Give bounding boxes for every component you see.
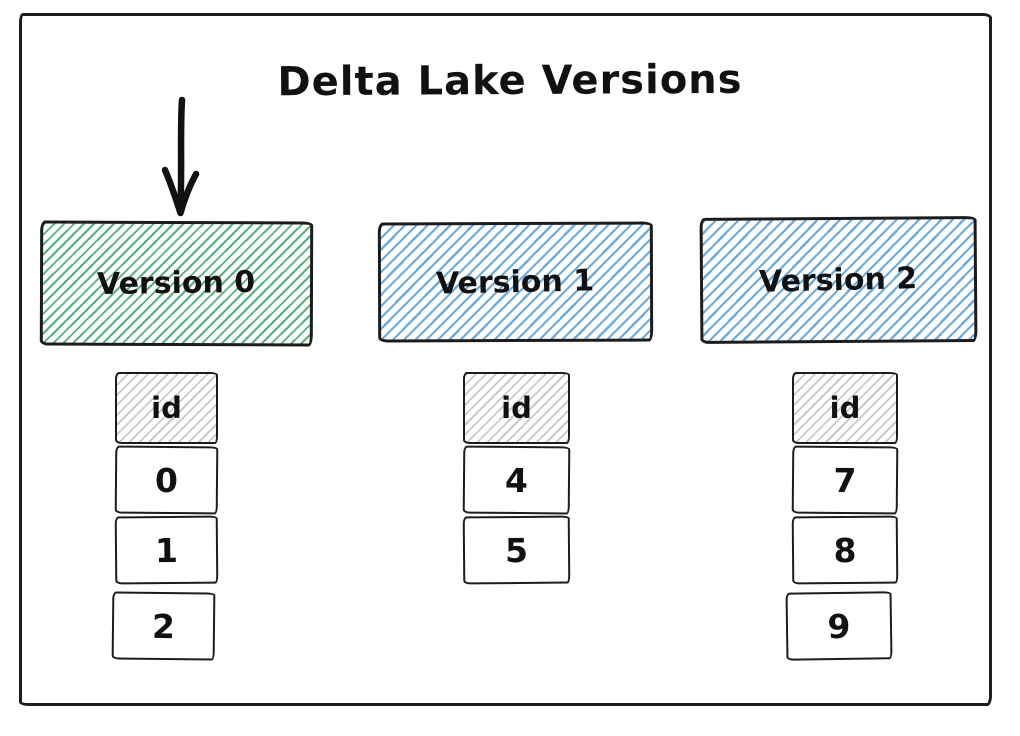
table-cell: 2 — [111, 591, 216, 661]
outer-frame — [19, 13, 992, 706]
table-version-1: id 4 5 — [462, 372, 571, 585]
table-cell: 8 — [791, 515, 899, 585]
table-version-0: id 0 1 2 — [111, 372, 219, 661]
version-box-0: Version 0 — [39, 220, 314, 347]
table-cell: 1 — [114, 515, 219, 585]
table-header-cell: id — [115, 372, 218, 444]
version-box-1: Version 1 — [377, 221, 654, 343]
table-header-cell: id — [463, 372, 570, 444]
table-cell: 0 — [114, 445, 219, 515]
table-cell: 5 — [462, 515, 571, 585]
diagram-title: Delta Lake Versions — [277, 56, 743, 106]
table-cell: 4 — [462, 445, 571, 515]
version-box-2-label: Version 2 — [759, 260, 918, 300]
table-cell: 9 — [785, 591, 893, 661]
version-box-1-label: Version 1 — [436, 262, 595, 302]
version-box-2: Version 2 — [699, 216, 978, 344]
down-arrow-icon — [161, 96, 200, 217]
table-cell: 7 — [791, 445, 899, 515]
table-header-cell: id — [792, 372, 898, 444]
version-box-0-label: Version 0 — [97, 264, 256, 303]
table-version-2: id 7 8 9 — [785, 372, 899, 661]
